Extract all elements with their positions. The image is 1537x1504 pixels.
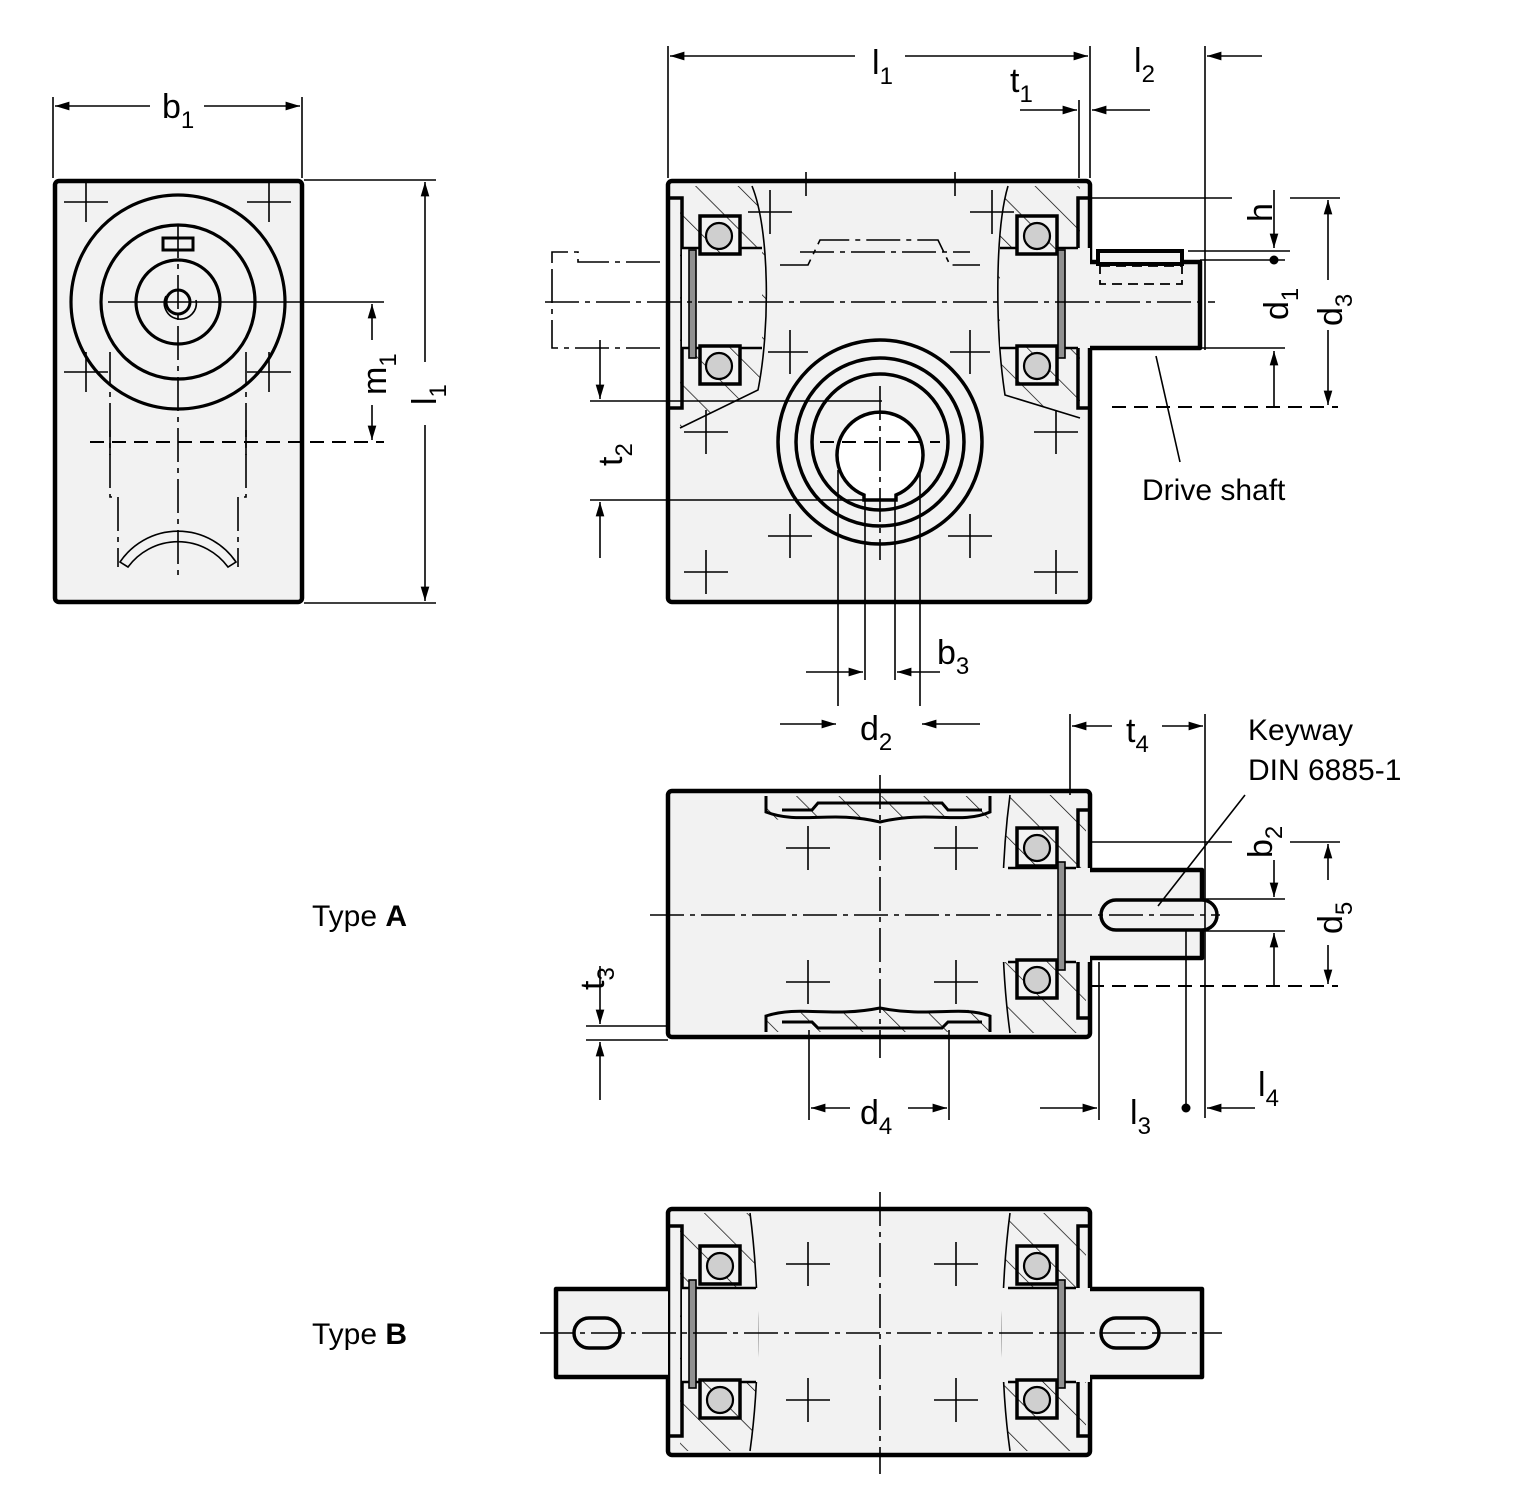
dim-b3-label: b3 [937, 634, 969, 680]
type-b-view [540, 1192, 1222, 1474]
dim-l2-label: l2 [1134, 42, 1155, 88]
dim-d3-label: d3 [1312, 294, 1358, 326]
front-view-phantom-shaft [551, 251, 660, 349]
front-view-shaft-key [1096, 249, 1184, 266]
dim-d5-label: d5 [1312, 902, 1358, 934]
type-b-label: Type B [312, 1318, 407, 1351]
side-view: b1 l1 m1 [52, 88, 452, 605]
keyway-note-line2: DIN 6885-1 [1248, 754, 1401, 787]
front-view-housing [665, 178, 1093, 605]
dim-h-label: h [1242, 203, 1280, 222]
dim-d2-label: d2 [860, 710, 892, 756]
side-view-wheel-arc [118, 530, 238, 569]
dim-l4-label: l4 [1258, 1066, 1279, 1112]
dim-t1-label: t1 [1010, 62, 1033, 108]
dim-l1-top-label: l1 [872, 44, 893, 90]
keyway-note-line1: Keyway [1248, 714, 1353, 747]
dim-d4-label: d4 [860, 1094, 892, 1140]
front-view-drive-shaft [1090, 259, 1203, 351]
side-view-worm-wheel-outline [109, 352, 247, 567]
dim-d1-label: d1 [1258, 288, 1304, 320]
drive-shaft-note: Drive shaft [1142, 474, 1286, 507]
dim-t3-label: t3 [574, 967, 620, 990]
type-a-view: t4 Keyway DIN 6885-1 b2 d5 t3 d4 [574, 712, 1401, 1140]
dim-m1-label: m1 [356, 353, 402, 395]
dim-l1-side-label: l1 [406, 384, 452, 405]
front-view-bolt-crosses [684, 172, 1078, 594]
dim-t2-label: t2 [592, 443, 638, 466]
dim-b2-label: b2 [1242, 826, 1288, 858]
dim-t4-label: t4 [1126, 712, 1149, 758]
front-view-bearings [688, 214, 1066, 386]
dim-b1-label: b1 [162, 88, 194, 134]
dim-l3-label: l3 [1130, 1094, 1151, 1140]
front-view: l1 t1 l2 h d1 d3 Drive shaft t2 [545, 42, 1358, 756]
type-a-label: Type A [312, 900, 407, 933]
